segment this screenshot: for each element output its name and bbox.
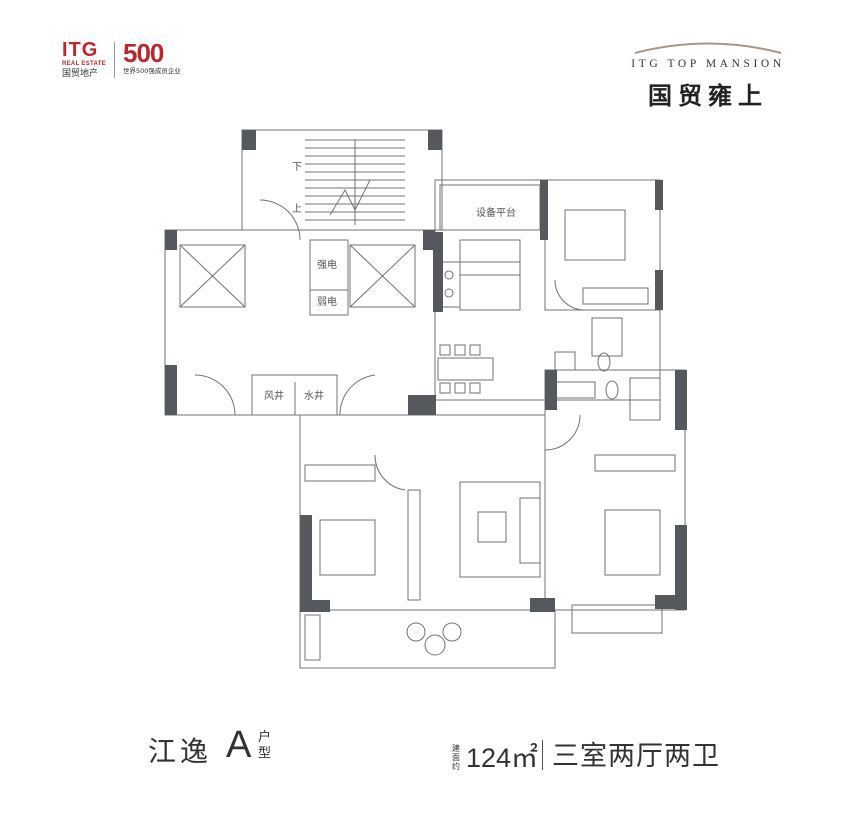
sink	[554, 351, 576, 371]
unit-letter: A	[226, 724, 252, 766]
bed-second	[564, 209, 626, 261]
balcony	[299, 609, 556, 669]
power-rooms	[309, 239, 349, 316]
stair-up-label: 上	[292, 203, 302, 215]
brand-english: ITG TOP MANSION	[631, 58, 785, 70]
shower	[591, 317, 623, 357]
area-note: 建面约	[452, 744, 460, 771]
unit-name: 江逸	[148, 735, 213, 768]
wardrobe	[594, 454, 676, 472]
brand-arc-icon	[634, 42, 782, 54]
water-shaft-label: 水井	[304, 389, 324, 402]
balcony-cabinet	[304, 614, 321, 661]
logo-divider	[113, 42, 115, 78]
elevator-right	[349, 244, 416, 308]
bedroom-two	[544, 179, 661, 311]
weak-power-label: 弱电	[317, 295, 337, 308]
fortune-500-caption: 世界500强成员企业	[122, 67, 181, 75]
kitchen-island	[459, 261, 521, 311]
tv-cabinet	[407, 489, 421, 601]
public-corridor	[164, 229, 436, 416]
sofa-seat	[519, 497, 541, 564]
unit-footer: 江逸 A 户型 建面约 124㎡ 三室两厅两卫	[0, 724, 860, 790]
structural-walls	[165, 130, 687, 612]
dining-chairs	[439, 344, 481, 394]
footer-divider	[542, 740, 543, 770]
wardrobe	[554, 381, 596, 399]
logo: ITG REAL ESTATE 国贸地产 500 世界500强成员企业	[62, 40, 181, 80]
balcony-chair	[442, 622, 462, 642]
door-swing	[194, 374, 236, 416]
wardrobe	[304, 464, 376, 482]
wardrobe	[582, 287, 649, 305]
bed-left	[319, 519, 376, 576]
bay-window	[571, 604, 663, 634]
fortune-500-logo: 500 世界500强成员企业	[123, 40, 181, 76]
air-shaft-label: 风井	[264, 389, 284, 402]
balcony-table	[424, 634, 446, 656]
project-brand: ITG TOP MANSION 国贸雍上	[608, 40, 808, 111]
unit-area: 124㎡	[466, 743, 539, 773]
door-swing	[339, 374, 376, 416]
living-bedroom-zone	[299, 414, 546, 611]
door-swing	[374, 454, 406, 491]
master-bedroom-zone	[544, 369, 686, 611]
coffee-table	[477, 511, 507, 543]
door-swing	[259, 199, 301, 241]
stair-treads	[305, 139, 405, 225]
elevator-left	[179, 244, 246, 308]
itg-logo-text: ITG	[62, 39, 99, 61]
itg-logo-subtitle: REAL ESTATE	[62, 61, 106, 67]
dining-table	[437, 357, 494, 381]
bed-master	[604, 509, 661, 576]
unit-layout: 三室两厅两卫	[552, 741, 720, 772]
fortune-500-number: 500	[122, 38, 164, 68]
itg-logo-chinese: 国贸地产	[62, 69, 99, 79]
kitchen-counter	[459, 239, 521, 276]
balcony-chair	[406, 622, 426, 642]
floor-plan: 下 上 设备平台 强电 弱电 风井 水井	[164, 129, 687, 669]
brand-chinese: 国贸雍上	[648, 82, 768, 110]
itg-logo: ITG REAL ESTATE 国贸地产	[62, 40, 106, 80]
stair-down-label: 下	[292, 162, 302, 173]
strong-power-label: 强电	[317, 258, 337, 271]
door-swing	[544, 414, 581, 451]
unit-type-label: 户型	[258, 730, 272, 761]
equipment-platform-label: 设备平台	[476, 206, 516, 219]
toilet	[605, 380, 619, 400]
toilet	[597, 352, 611, 372]
shower-master	[629, 377, 661, 421]
door-swing	[554, 279, 586, 311]
